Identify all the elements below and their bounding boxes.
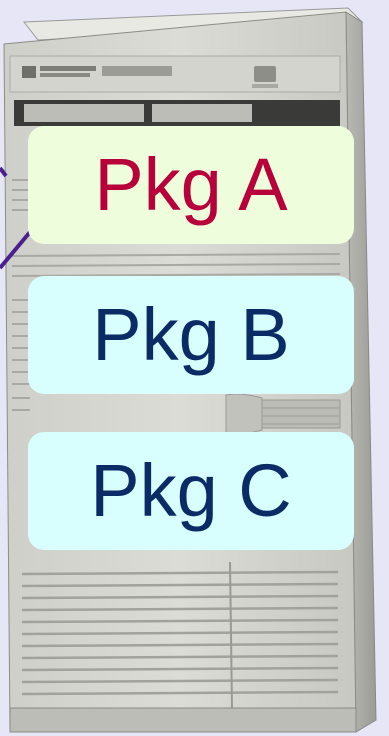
- package-c-label: Pkg C: [90, 449, 292, 532]
- package-a-box: Pkg A: [28, 126, 354, 244]
- package-a-label: Pkg A: [94, 143, 288, 226]
- connector-line: [0, 166, 32, 270]
- package-c-box: Pkg C: [28, 432, 354, 550]
- hp-logo: [22, 66, 172, 78]
- hp-badge-icon: [252, 66, 278, 88]
- package-b-box: Pkg B: [28, 276, 354, 394]
- package-b-label: Pkg B: [92, 293, 290, 376]
